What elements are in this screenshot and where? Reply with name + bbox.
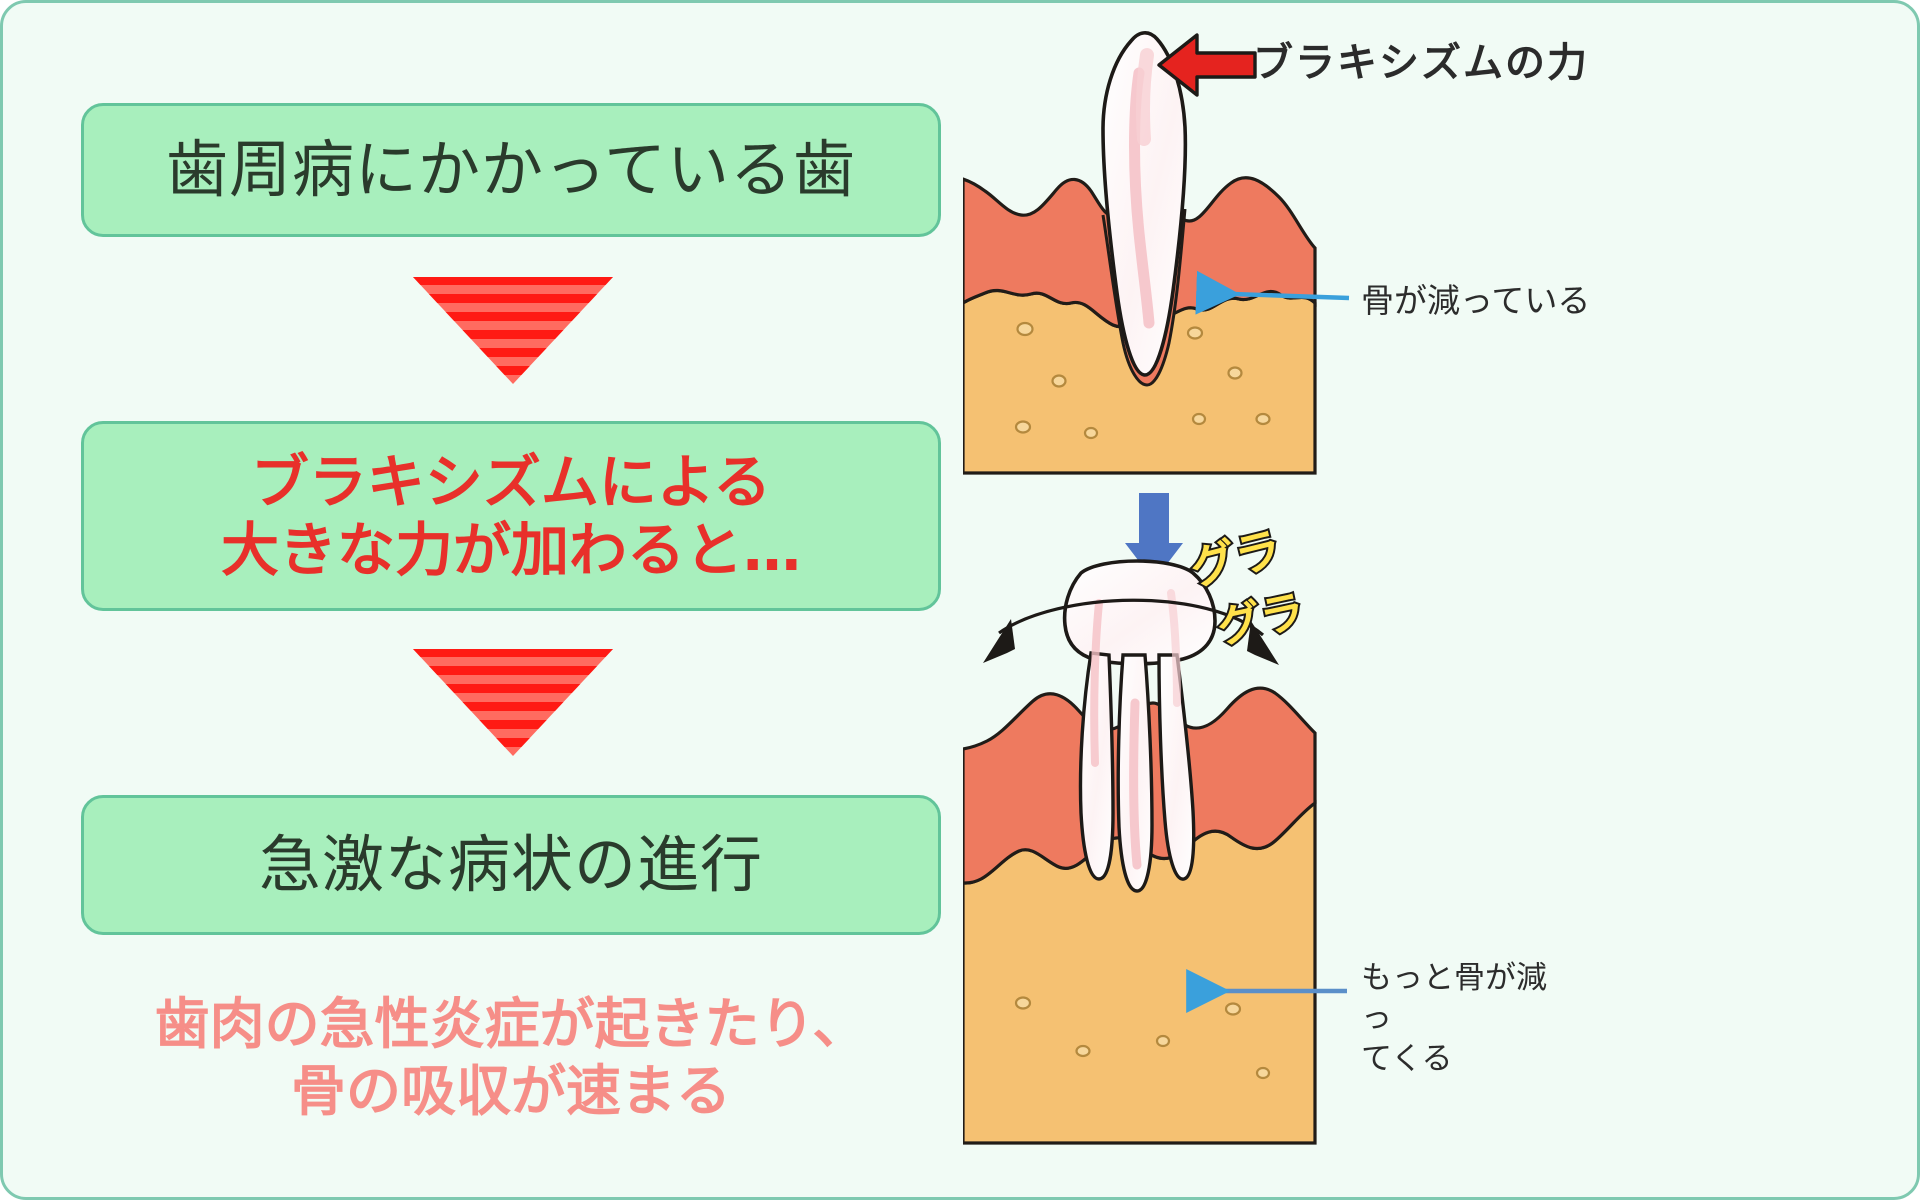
tooth-pulp-tint-top xyxy=(1129,67,1155,329)
bone-speckles-top xyxy=(1014,321,1271,440)
shake-text-2: グラ xyxy=(1213,586,1310,654)
flow-step-2-label-line2: 大きな力が加わると… xyxy=(220,516,801,584)
brux-force-arrow xyxy=(1157,33,1257,97)
flow-step-1-label: 歯周病にかかっている歯 xyxy=(166,133,856,207)
more-bone-loss-label-line2: てくる xyxy=(1361,1040,1453,1077)
flow-column: 歯周病にかかっている歯 xyxy=(3,3,963,1197)
tooth-bottom xyxy=(1062,559,1217,893)
outcome-caption: 歯肉の急性炎症が起きたり、 骨の吸収が速まる xyxy=(81,991,941,1125)
tooth-highlight-top xyxy=(1136,48,1154,146)
flow-step-2: ブラキシズムによる 大きな力が加わると… xyxy=(81,421,941,611)
bone-loss-leader xyxy=(1195,270,1350,315)
striped-down-arrow-2 xyxy=(408,643,618,758)
striped-down-arrow-1 xyxy=(408,271,618,386)
illustration-column: グラ グラ ブラキシズムの力 骨が減っている もっと骨が減っ てくる xyxy=(963,3,1917,1197)
shake-text-1: グラ xyxy=(1185,521,1287,596)
outcome-caption-line1: 歯肉の急性炎症が起きたり、 xyxy=(154,992,868,1056)
bottom-tooth-illustration: グラ グラ xyxy=(963,519,1347,1145)
tooth-bone-diagram: グラ グラ xyxy=(963,31,1350,1145)
more-bone-loss-label-line1: もっと骨が減っ xyxy=(1361,960,1547,1037)
brux-force-label: ブラキシズムの力 xyxy=(1253,40,1589,86)
progression-down-arrow xyxy=(1125,493,1183,581)
outcome-caption-line2: 骨の吸収が速まる xyxy=(290,1059,731,1124)
flow-step-3-label: 急激な病状の進行 xyxy=(258,828,763,902)
flow-step-3: 急激な病状の進行 xyxy=(81,795,941,935)
more-bone-loss-label: もっと骨が減っ てくる xyxy=(1361,958,1571,1079)
flow-step-1: 歯周病にかかっている歯 xyxy=(81,103,941,237)
tooth-mobility-arc xyxy=(983,598,1279,665)
top-tooth-illustration xyxy=(963,31,1350,475)
bone-loss-label: 骨が減っている xyxy=(1361,281,1591,320)
flow-step-2-label-line1: ブラキシズムによる xyxy=(250,447,772,516)
